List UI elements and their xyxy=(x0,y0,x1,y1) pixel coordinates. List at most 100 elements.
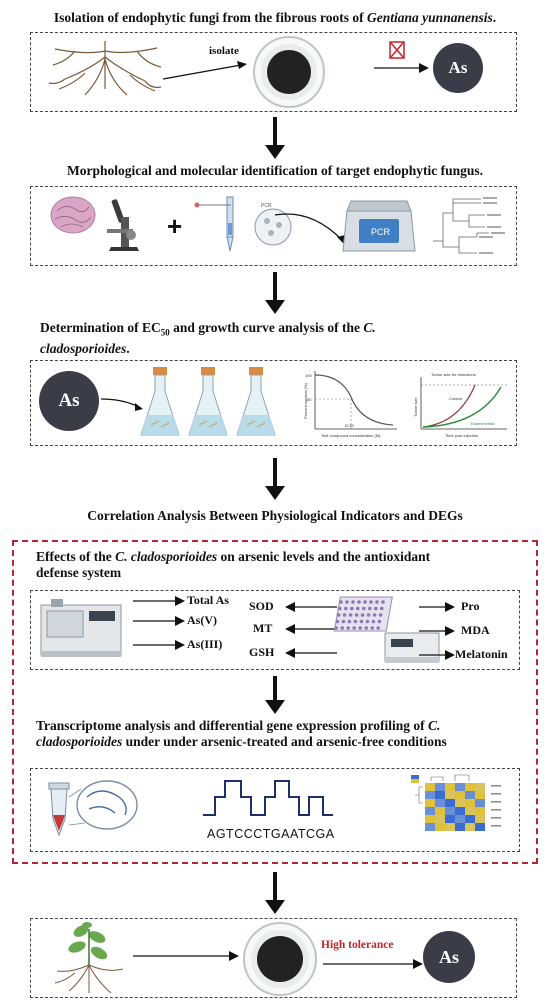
section1-title: Isolation of endophytic fungi from the f… xyxy=(53,10,497,25)
fungus-colony-2 xyxy=(257,936,303,982)
heatmap-cell xyxy=(445,799,455,807)
svg-text:Tumor size: Tumor size xyxy=(413,397,418,417)
arsenic-circle-3: As xyxy=(423,931,475,983)
arrow-to-as xyxy=(374,63,429,73)
svg-text:100: 100 xyxy=(305,373,312,378)
heatmap-cell xyxy=(455,783,465,791)
plate-well xyxy=(380,606,384,611)
heatmap-cell xyxy=(445,815,455,823)
section4-title: Correlation Analysis Between Physiologic… xyxy=(87,508,463,523)
heatmap-cell xyxy=(465,791,475,799)
heatmap-cell xyxy=(465,807,475,815)
phylogenetic-tree-icon xyxy=(433,197,505,254)
svg-text:50: 50 xyxy=(307,397,312,402)
plate-well xyxy=(360,613,365,617)
heatmap-cell xyxy=(425,807,435,815)
isolate-label: isolate xyxy=(209,45,239,57)
plate-well xyxy=(347,619,352,624)
heatmap-cell xyxy=(465,815,475,823)
tolerance-panel: High tolerance As xyxy=(30,918,517,998)
survival-curve-chart: 100 50 EC50 Test compound concentration … xyxy=(303,371,397,438)
heatmap-cell xyxy=(465,799,475,807)
as-v-label: As(V) xyxy=(187,613,217,627)
plate-well xyxy=(340,626,344,630)
svg-text:EC50: EC50 xyxy=(345,424,354,428)
heatmap-cell xyxy=(435,799,445,807)
dna-sequence: AGTCCCTGAATCGA xyxy=(207,827,335,841)
heatmap-cell xyxy=(445,823,455,831)
dna-extraction-icon: PCR xyxy=(194,196,292,252)
identification-panel: + PCR PCR xyxy=(30,186,517,266)
plate-well xyxy=(334,626,338,630)
plate-well xyxy=(364,626,368,630)
isolation-panel: isolate As xyxy=(30,32,517,112)
heatmap-cell xyxy=(465,783,475,791)
arsenic-circle-2: As xyxy=(39,371,99,431)
section5-title: Effects of the C. cladosporioides on ars… xyxy=(36,549,431,580)
rna-tube-icon xyxy=(48,780,138,837)
plate-well xyxy=(351,600,355,604)
plate-well xyxy=(377,619,382,624)
plate-well xyxy=(370,626,374,630)
plate-well xyxy=(350,606,354,611)
pro-label: Pro xyxy=(461,599,480,613)
melatonin-label: Melatonin xyxy=(455,647,508,661)
svg-text:PCR: PCR xyxy=(261,203,272,209)
gsh-label: GSH xyxy=(249,645,275,659)
section6-title: Transcriptome analysis and differential … xyxy=(36,718,447,749)
arrow-to-as-2 xyxy=(323,959,423,969)
mid-arrows xyxy=(285,602,337,658)
high-tolerance-label: High tolerance xyxy=(321,939,394,951)
heatmap-cell xyxy=(455,791,465,799)
transcriptome-panel: AGTCCCTGAATCGA xyxy=(30,768,520,852)
plate-well xyxy=(346,626,350,630)
heatmap-cell xyxy=(455,823,465,831)
petri-dish-icon-2 xyxy=(243,922,317,996)
plate-well xyxy=(365,619,370,624)
heatmap-cell xyxy=(455,799,465,807)
heatmap-cell xyxy=(425,791,435,799)
svg-text:PCR: PCR xyxy=(371,227,391,237)
heatmap-cell xyxy=(455,807,465,815)
svg-text:Test compound concentration (M: Test compound concentration (M) xyxy=(321,433,381,438)
plate-well xyxy=(353,619,358,624)
heatmap-cell xyxy=(475,791,485,799)
isolate-arrow xyxy=(162,61,247,80)
arrow-to-petri xyxy=(133,951,239,961)
correlation-group xyxy=(12,540,538,864)
svg-text:Time post injection: Time post injection xyxy=(445,433,478,438)
plus-sign: + xyxy=(167,211,183,241)
heatmap-cell xyxy=(475,823,485,831)
pcr-machine-icon: PCR xyxy=(342,200,416,252)
plate-well xyxy=(375,600,379,604)
heatmap-cell xyxy=(435,791,445,799)
plate-well xyxy=(348,613,353,617)
heatmap-cell xyxy=(435,815,445,823)
heatmap-cell xyxy=(425,815,435,823)
heatmap-cell xyxy=(475,783,485,791)
svg-text:Experimental: Experimental xyxy=(471,421,494,426)
plate-well xyxy=(374,606,378,611)
growth-curve-chart: Tumor size for resections Control Experi… xyxy=(413,372,507,438)
plate-well xyxy=(358,626,362,630)
total-as-label: Total As xyxy=(187,593,229,607)
physiology-panel: Total As As(V) As(III) SOD MT GSH Pro MD… xyxy=(30,590,520,670)
heatmap-cell xyxy=(475,815,485,823)
arrow-to-flasks xyxy=(100,398,143,411)
svg-text:Control: Control xyxy=(449,396,462,401)
plant-icon xyxy=(54,922,124,994)
sod-label: SOD xyxy=(249,599,274,613)
heatmap-cell xyxy=(465,823,475,831)
svg-text:Tumor size for resections: Tumor size for resections xyxy=(431,372,476,377)
plate-well xyxy=(381,600,385,604)
heatmap-cell xyxy=(435,823,445,831)
plate-well xyxy=(362,606,366,611)
fungus-colony xyxy=(267,50,311,94)
heatmap-cell xyxy=(425,823,435,831)
right-arrows xyxy=(419,602,455,660)
plate-well xyxy=(356,606,360,611)
heatmap-cell xyxy=(475,799,485,807)
heatmap-cell xyxy=(445,783,455,791)
plate-well xyxy=(363,600,367,604)
plate-well xyxy=(335,619,340,624)
